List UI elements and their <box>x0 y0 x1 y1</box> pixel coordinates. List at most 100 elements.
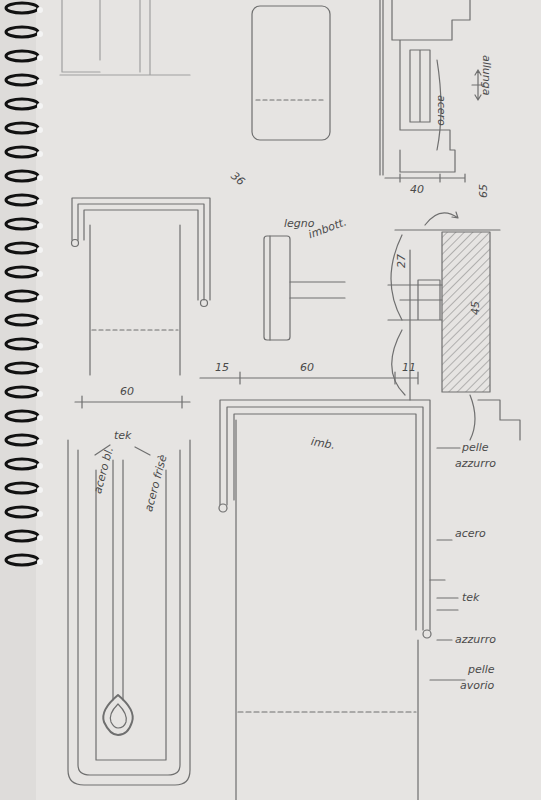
panel-sides <box>90 225 180 375</box>
joint-section <box>388 230 500 400</box>
binding-hole <box>37 535 43 541</box>
strap-end <box>219 504 227 512</box>
sketch-label: pelle <box>468 664 495 675</box>
spiral-coil <box>6 291 38 301</box>
spiral-coil <box>6 339 38 349</box>
binding-hole <box>37 271 43 277</box>
sketch-label: 65 <box>478 184 489 198</box>
strap-u <box>220 400 430 630</box>
binding-hole <box>37 319 43 325</box>
sketch-label: 15 <box>215 362 229 373</box>
plate <box>264 236 290 340</box>
spiral-coil <box>6 555 38 565</box>
binding-hole <box>37 31 43 37</box>
spiral-coil <box>6 123 38 133</box>
sketch-label: avorio <box>460 680 494 691</box>
binding-hole <box>37 511 43 517</box>
sketch-label: azzurro <box>455 458 496 469</box>
dimension-line <box>75 396 190 408</box>
dimension-line <box>385 174 465 182</box>
binding-hole <box>37 295 43 301</box>
hatched-block <box>442 232 490 392</box>
sketch-label: allunga <box>481 55 492 96</box>
sketch-label: acero <box>436 95 447 126</box>
spiral-coil <box>6 363 38 373</box>
spiral-coil <box>6 243 38 253</box>
sketch-label: tek <box>462 592 479 603</box>
spiral-coil <box>6 483 38 493</box>
spiral-coil <box>6 3 38 13</box>
spiral-coil <box>6 147 38 157</box>
binding-hole <box>37 127 43 133</box>
spiral-coil <box>6 171 38 181</box>
binding-hole <box>37 223 43 229</box>
sketch-label: 27 <box>396 254 407 268</box>
partial-part <box>60 0 190 75</box>
sketch-label: 11 <box>402 362 416 373</box>
spiral-coil <box>6 219 38 229</box>
spiral-coil <box>6 507 38 517</box>
sketch-label: legno <box>284 218 315 229</box>
binding-hole <box>37 103 43 109</box>
binding-hole <box>37 391 43 397</box>
sketch-label: tek <box>114 430 131 441</box>
binding-hole <box>37 7 43 13</box>
spiral-coil <box>6 99 38 109</box>
spiral-coil <box>6 387 38 397</box>
profile-section <box>380 0 470 175</box>
teardrop-hole <box>103 695 132 735</box>
sketch-label: azzurro <box>455 634 496 645</box>
binding-hole <box>37 175 43 181</box>
detail-step <box>470 395 520 440</box>
binding-hole <box>37 439 43 445</box>
strap-end <box>201 300 208 307</box>
strap-end <box>72 240 79 247</box>
spiral-binding <box>6 3 43 565</box>
binding-hole <box>37 415 43 421</box>
spiral-coil <box>6 315 38 325</box>
pencil-drawing <box>60 0 520 800</box>
spiral-coil <box>6 27 38 37</box>
spiral-coil <box>6 75 38 85</box>
binding-hole <box>37 55 43 61</box>
spiral-coil <box>6 195 38 205</box>
paper-sheet <box>36 0 541 800</box>
spiral-coil <box>6 531 38 541</box>
dimension-line <box>200 372 418 384</box>
sketch-label: acero <box>455 528 486 539</box>
panel-line <box>238 711 416 712</box>
spiral-coil <box>6 51 38 61</box>
bar <box>290 282 345 298</box>
teardrop-hole <box>110 704 126 728</box>
spiral-coil <box>6 459 38 469</box>
sketch-label: 60 <box>120 386 134 397</box>
spiral-coil <box>6 267 38 277</box>
sketch-label: pelle <box>462 442 489 453</box>
rotation-arrow <box>425 212 458 225</box>
binding-hole <box>37 343 43 349</box>
panel-line <box>256 99 326 100</box>
slot <box>113 460 123 700</box>
sketch-label: 45 <box>470 301 481 315</box>
sketch-label: 60 <box>300 362 314 373</box>
spiral-coil <box>6 435 38 445</box>
binding-hole <box>37 487 43 493</box>
panel-view <box>252 6 330 140</box>
leader-lines <box>430 448 465 680</box>
binding-hole <box>37 367 43 373</box>
spiral-coil <box>6 411 38 421</box>
panel-layer <box>96 470 166 760</box>
strap-u <box>72 198 210 300</box>
imbott-layer <box>269 236 270 340</box>
panel-layer <box>78 450 180 775</box>
binding-hole <box>37 79 43 85</box>
binding-hole <box>37 559 43 565</box>
binding-hole <box>37 199 43 205</box>
sketch-label: 40 <box>410 184 424 195</box>
binding-hole <box>37 247 43 253</box>
binding-hole <box>37 151 43 157</box>
panel-line <box>92 329 178 330</box>
panel-outline <box>68 440 190 785</box>
